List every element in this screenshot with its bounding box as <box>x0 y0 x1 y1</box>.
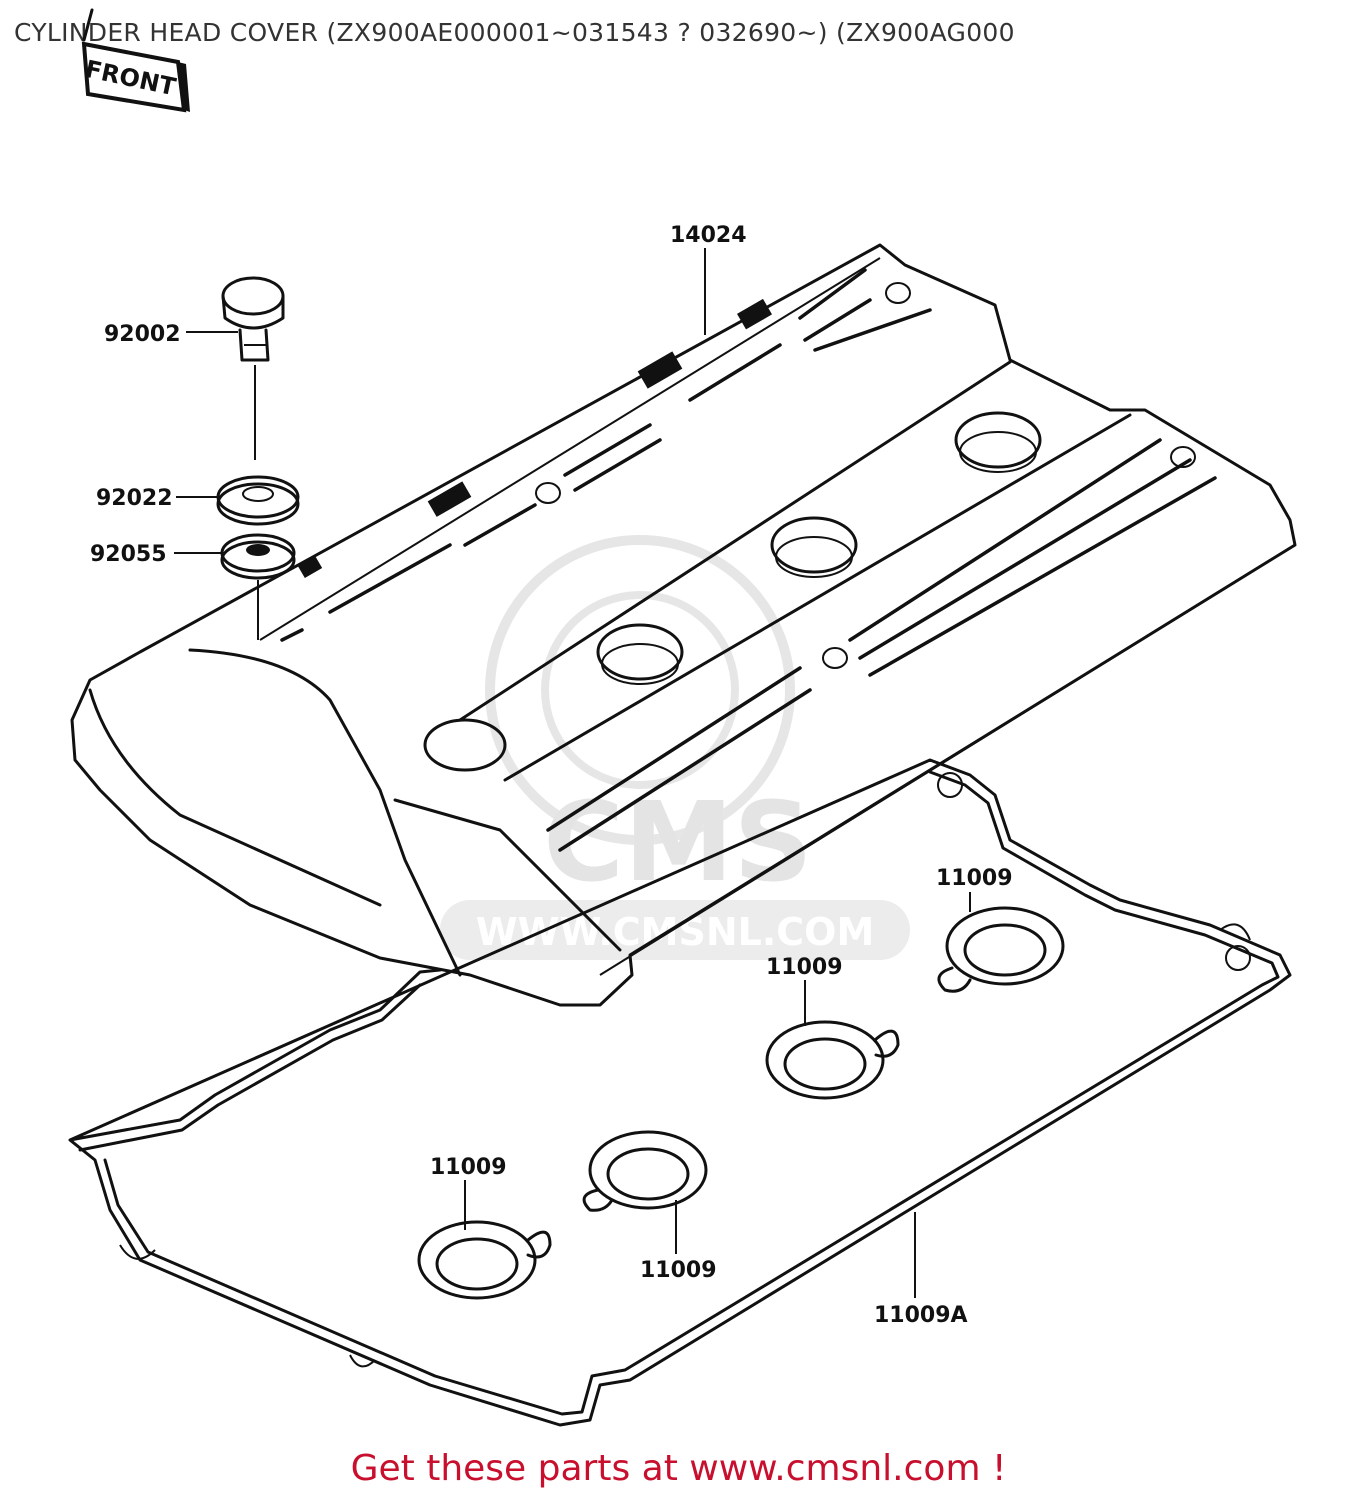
watermark: CMS WWW.CMSNL.COM <box>440 535 910 960</box>
watermark-brand: CMS <box>543 778 812 906</box>
part-label-92055: 92055 <box>90 542 167 567</box>
part-label-92002: 92002 <box>104 322 181 347</box>
grommet-92055 <box>220 533 296 640</box>
cover-14024 <box>70 243 1297 1007</box>
part-label-14024: 14024 <box>670 223 747 248</box>
bolt-92002 <box>221 276 285 460</box>
footer-link[interactable]: Get these parts at www.cmsnl.com ! <box>350 1448 1007 1489</box>
part-label-11009-c: 11009 <box>640 1258 717 1283</box>
part-label-11009-a: 11009 <box>936 866 1013 891</box>
front-tag: FRONT <box>81 8 190 113</box>
seal-11009-a <box>937 906 1065 993</box>
page-title: CYLINDER HEAD COVER (ZX900AE000001~03154… <box>14 18 1015 47</box>
part-label-11009a: 11009A <box>874 1303 968 1328</box>
washer-92022 <box>216 475 300 526</box>
part-label-11009-d: 11009 <box>430 1155 507 1180</box>
leader-lines <box>174 248 971 1298</box>
seal-11009-c <box>582 1130 708 1212</box>
seal-11009-d <box>417 1220 552 1300</box>
part-label-11009-b: 11009 <box>766 955 843 980</box>
gasket-11009a <box>68 758 1292 1427</box>
part-label-92022: 92022 <box>96 486 173 511</box>
watermark-url: WWW.CMSNL.COM <box>476 910 875 954</box>
seal-11009-b <box>765 1020 900 1100</box>
